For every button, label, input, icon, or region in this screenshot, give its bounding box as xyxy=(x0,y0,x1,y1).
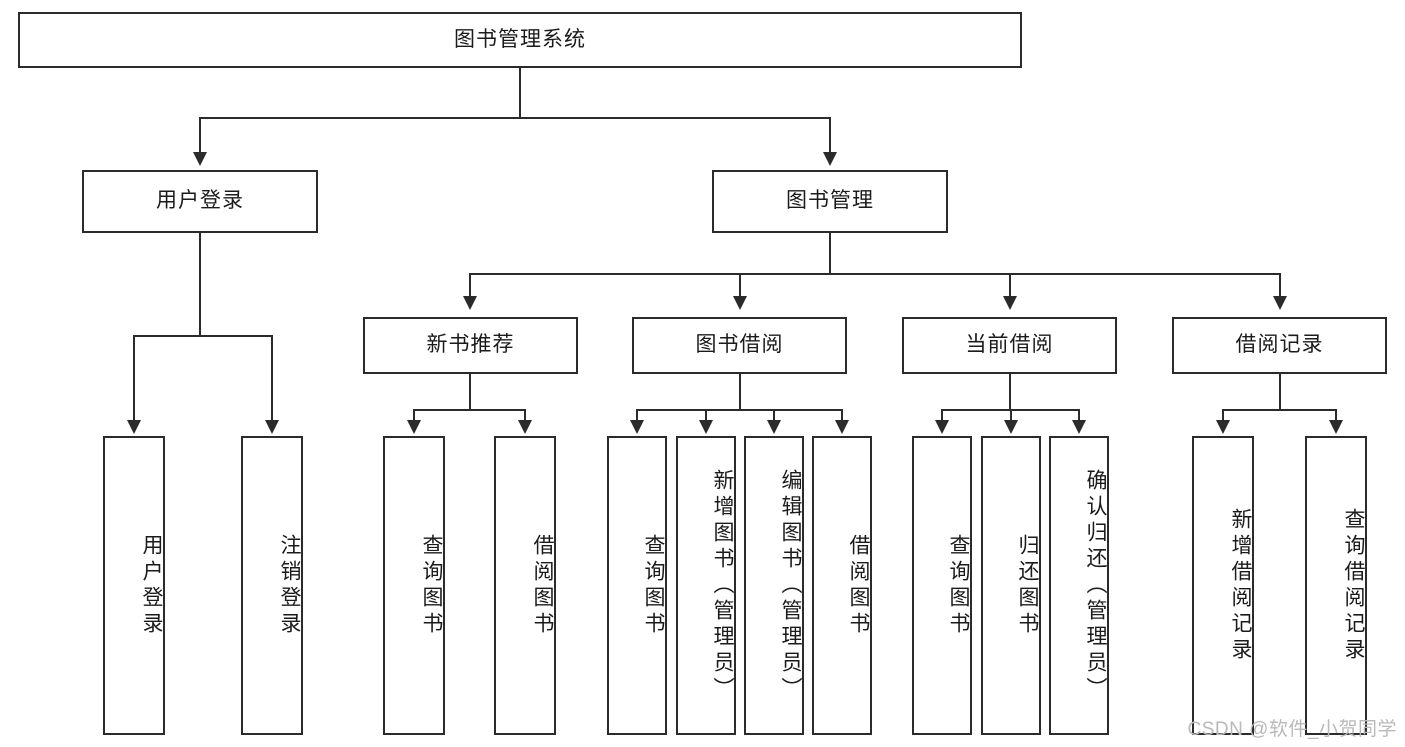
node-label: 借阅记录 xyxy=(1235,333,1324,357)
node-label: 注销登录 xyxy=(278,533,301,638)
connector-bb-to-query xyxy=(636,409,638,421)
connector-cb-to-return xyxy=(1010,409,1012,421)
connector-br-to-query-record xyxy=(1335,409,1337,421)
arrowhead-cb-to-confirm xyxy=(1072,420,1086,434)
connector-current-borrow-stem xyxy=(1009,374,1011,410)
connector-bm-to-new-book xyxy=(469,273,471,307)
arrowhead-root-to-user-login xyxy=(193,152,207,166)
connector-user-login-stem xyxy=(199,233,201,336)
leaf-return-book[interactable]: 归还图书 xyxy=(981,436,1041,735)
node-new-book-recommend[interactable]: 新书推荐 xyxy=(363,317,578,374)
leaf-borrow-book-2[interactable]: 借阅图书 xyxy=(812,436,872,735)
node-root-book-management-system[interactable]: 图书管理系统 xyxy=(18,12,1022,68)
connector-root-to-book-management xyxy=(829,117,831,153)
node-label: 新增借阅记录 xyxy=(1229,507,1252,664)
node-borrow-record[interactable]: 借阅记录 xyxy=(1172,317,1387,374)
node-label: 查询借阅记录 xyxy=(1342,507,1365,664)
node-label: 查询图书 xyxy=(420,533,443,638)
arrowhead-bb-to-query xyxy=(630,420,644,434)
arrowhead-cb-to-return xyxy=(1004,420,1018,434)
arrowhead-br-to-add-record xyxy=(1216,420,1230,434)
connector-cb-to-query xyxy=(941,409,943,421)
leaf-borrow-book-1[interactable]: 借阅图书 xyxy=(494,436,556,735)
arrowhead-root-to-book-management xyxy=(823,152,837,166)
connector-bm-to-book-borrow xyxy=(739,273,741,307)
connector-bm-to-borrow-record xyxy=(1279,273,1281,307)
connector-new-book-bus xyxy=(413,409,526,411)
leaf-add-borrow-record[interactable]: 新增借阅记录 xyxy=(1192,436,1254,735)
node-label: 编辑图书（管理员） xyxy=(779,468,802,703)
arrowhead-br-to-query-record xyxy=(1329,420,1343,434)
leaf-query-book-2[interactable]: 查询图书 xyxy=(607,436,667,735)
connector-book-management-stem xyxy=(829,233,831,274)
connector-cb-to-confirm xyxy=(1078,409,1080,421)
node-label: 图书借阅 xyxy=(695,333,784,357)
node-label: 新增图书（管理员） xyxy=(711,468,734,703)
node-label: 借阅图书 xyxy=(847,533,870,638)
node-user-login[interactable]: 用户登录 xyxy=(82,170,318,233)
connector-bm-to-current-borrow xyxy=(1009,273,1011,307)
node-label: 图书管理系统 xyxy=(454,27,586,51)
connector-borrow-record-stem xyxy=(1279,374,1281,410)
leaf-query-book-3[interactable]: 查询图书 xyxy=(912,436,972,735)
node-label: 当前借阅 xyxy=(965,333,1054,357)
connector-book-management-bus xyxy=(469,273,1280,275)
watermark-text: CSDN @软件_小贺同学 xyxy=(1187,719,1397,740)
arrowhead-new-book-to-borrow xyxy=(518,420,532,434)
connector-book-borrow-stem xyxy=(739,374,741,410)
connector-bb-to-add xyxy=(705,409,707,421)
arrowhead-cb-to-query xyxy=(935,420,949,434)
node-label: 查询图书 xyxy=(947,533,970,638)
connector-new-book-stem xyxy=(469,374,471,410)
node-label: 查询图书 xyxy=(642,533,665,638)
node-label: 用户登录 xyxy=(140,533,163,638)
arrowhead-bm-to-new-book xyxy=(463,296,477,310)
node-label: 图书管理 xyxy=(786,189,874,213)
leaf-add-book-admin[interactable]: 新增图书（管理员） xyxy=(676,436,736,735)
connector-book-borrow-bus xyxy=(636,409,843,411)
node-current-borrow[interactable]: 当前借阅 xyxy=(902,317,1117,374)
connector-bb-to-edit xyxy=(773,409,775,421)
arrowhead-bb-to-borrow xyxy=(835,420,849,434)
node-book-borrow[interactable]: 图书借阅 xyxy=(632,317,847,374)
arrowhead-bb-to-edit xyxy=(767,420,781,434)
arrowhead-bm-to-current-borrow xyxy=(1003,296,1017,310)
leaf-edit-book-admin[interactable]: 编辑图书（管理员） xyxy=(744,436,804,735)
connector-root-stem xyxy=(519,68,521,118)
leaf-user-login[interactable]: 用户登录 xyxy=(103,436,165,735)
arrowhead-bb-to-add xyxy=(699,420,713,434)
connector-root-to-user-login xyxy=(199,117,201,153)
connector-root-bus xyxy=(199,117,831,119)
node-label: 归还图书 xyxy=(1016,533,1039,638)
arrowhead-user-login-to-leaf-logout xyxy=(265,420,279,434)
connector-borrow-record-bus xyxy=(1222,409,1337,411)
connector-br-to-add-record xyxy=(1222,409,1224,421)
arrowhead-bm-to-book-borrow xyxy=(733,296,747,310)
node-label: 新书推荐 xyxy=(426,333,515,357)
leaf-query-book-1[interactable]: 查询图书 xyxy=(383,436,445,735)
node-book-management[interactable]: 图书管理 xyxy=(712,170,948,233)
arrowhead-new-book-to-query xyxy=(407,420,421,434)
node-label: 用户登录 xyxy=(156,189,244,213)
leaf-logout-login[interactable]: 注销登录 xyxy=(241,436,303,735)
connector-user-login-bus xyxy=(133,335,273,337)
connector-new-book-to-borrow xyxy=(524,409,526,421)
node-label: 借阅图书 xyxy=(531,533,554,638)
connector-bb-to-borrow xyxy=(841,409,843,421)
leaf-confirm-return-admin[interactable]: 确认归还（管理员） xyxy=(1049,436,1109,735)
connector-new-book-to-query xyxy=(413,409,415,421)
arrowhead-bm-to-borrow-record xyxy=(1273,296,1287,310)
connector-user-login-to-leaf-login xyxy=(133,335,135,421)
leaf-query-borrow-record[interactable]: 查询借阅记录 xyxy=(1305,436,1367,735)
node-label: 确认归还（管理员） xyxy=(1084,468,1107,703)
connector-user-login-to-leaf-logout xyxy=(271,335,273,421)
arrowhead-user-login-to-leaf-login xyxy=(127,420,141,434)
